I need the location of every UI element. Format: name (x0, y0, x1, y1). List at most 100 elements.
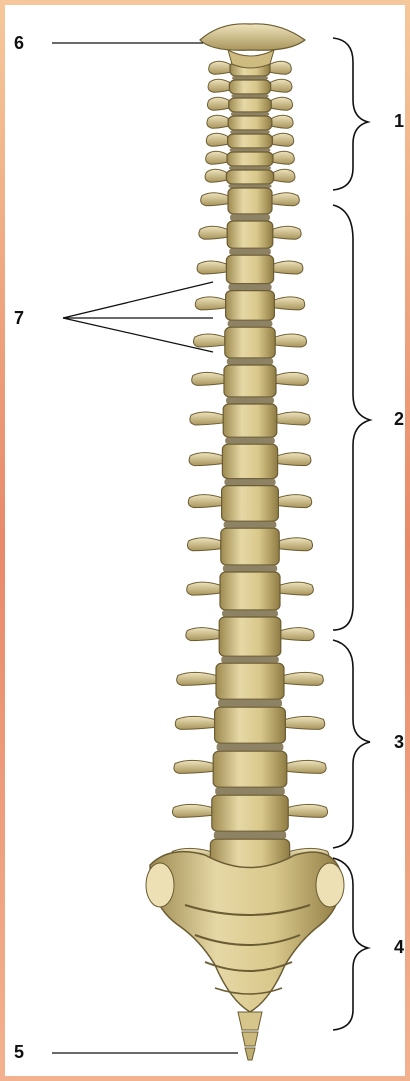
left-transverse-process (190, 412, 223, 425)
vertebral-body (228, 134, 273, 148)
thoracic-vertebra-19 (186, 617, 314, 663)
intervertebral-disc (228, 320, 273, 327)
right-transverse-process (275, 334, 306, 347)
intervertebral-disc (215, 787, 285, 795)
left-transverse-process (187, 582, 220, 595)
vertebral-body (220, 572, 280, 610)
left-transverse-process (206, 151, 227, 164)
intervertebral-disc (217, 743, 284, 751)
right-transverse-process (278, 495, 311, 508)
vertebral-body (221, 528, 279, 565)
intervertebral-disc (228, 284, 271, 291)
leader-7a (63, 282, 213, 318)
vertebral-column (171, 61, 329, 883)
right-transverse-process (273, 151, 294, 164)
intervertebral-disc (230, 214, 270, 221)
left-transverse-process (175, 716, 214, 729)
left-transverse-process (189, 453, 222, 466)
vertebral-body (227, 221, 273, 248)
vertebral-body (212, 795, 288, 831)
intervertebral-disc (214, 831, 286, 839)
coccyx (238, 1012, 262, 1060)
right-transverse-process (277, 412, 310, 425)
left-transverse-process (207, 115, 228, 128)
right-transverse-process (272, 133, 293, 146)
right-transverse-process (274, 297, 304, 310)
cervical-vertebra-6 (206, 151, 295, 170)
vertebral-body (222, 444, 277, 478)
lumbar-vertebra-23 (172, 795, 327, 839)
vertebral-body (216, 663, 284, 699)
left-transverse-process (201, 193, 228, 206)
bracket-lumbar (333, 640, 370, 848)
vertebral-body (226, 255, 273, 283)
right-transverse-process (280, 582, 313, 595)
vertebral-body (228, 116, 272, 130)
thoracic-vertebra-16 (188, 486, 311, 529)
intervertebral-disc (222, 610, 278, 617)
thoracic-vertebra-18 (187, 572, 314, 617)
left-transverse-process (208, 79, 229, 92)
bracket-thoracic (333, 205, 370, 630)
vertebral-body (227, 152, 273, 166)
intervertebral-disc (224, 479, 275, 486)
intervertebral-disc (226, 397, 274, 404)
intervertebral-disc (224, 521, 277, 528)
left-transverse-process (206, 133, 227, 146)
right-transverse-process (271, 79, 292, 92)
right-transverse-process (281, 628, 314, 641)
left-transverse-process (197, 261, 226, 274)
thoracic-vertebra-10 (197, 255, 303, 290)
intervertebral-disc (221, 656, 279, 663)
vertebral-body (226, 170, 273, 184)
leader-7c (63, 318, 213, 352)
left-transverse-process (192, 372, 224, 385)
left-transverse-process (205, 169, 226, 182)
vertebral-body (215, 707, 286, 743)
intervertebral-disc (223, 565, 277, 572)
vertebral-body (223, 404, 277, 437)
intervertebral-disc (227, 358, 273, 365)
cervical-vertebra-2 (208, 79, 292, 98)
label-5: 5 (14, 1043, 24, 1061)
left-transverse-process (199, 226, 227, 239)
right-transverse-process (278, 453, 311, 466)
cervical-vertebra-7 (205, 169, 295, 188)
label-2: 2 (394, 410, 404, 428)
right-transverse-process (274, 261, 303, 274)
right-transverse-process (287, 760, 326, 773)
label-7: 7 (14, 309, 24, 327)
right-transverse-process (274, 169, 295, 182)
thoracic-vertebra-8 (201, 188, 300, 221)
label-3: 3 (394, 733, 404, 751)
cervical-vertebra-3 (207, 97, 292, 116)
cervical-vertebra-4 (207, 115, 293, 134)
right-transverse-process (288, 804, 327, 817)
left-transverse-process (177, 672, 216, 685)
right-transverse-process (284, 672, 323, 685)
vertebral-body (225, 327, 275, 358)
label-4: 4 (394, 938, 404, 956)
thoracic-vertebra-15 (189, 444, 311, 485)
thoracic-vertebra-9 (199, 221, 301, 255)
thoracic-vertebra-17 (187, 528, 312, 572)
left-transverse-process (207, 97, 228, 110)
right-transverse-process (272, 115, 293, 128)
lumbar-vertebra-21 (175, 707, 324, 751)
cervical-vertebra-5 (206, 133, 293, 152)
right-transverse-process (270, 61, 291, 74)
left-transverse-process (172, 804, 211, 817)
vertebral-body (229, 80, 270, 94)
lumbar-vertebra-22 (174, 751, 326, 795)
thoracic-vertebra-14 (190, 404, 310, 444)
intervertebral-disc (225, 437, 275, 444)
left-transverse-process (193, 334, 224, 347)
vertebral-body (219, 617, 281, 656)
lumbar-vertebra-20 (177, 663, 324, 707)
thoracic-vertebra-13 (192, 365, 309, 404)
vertebral-body (229, 98, 271, 112)
right-transverse-process (285, 716, 324, 729)
vertebral-body (222, 486, 279, 522)
right-transverse-process (276, 372, 308, 385)
intervertebral-disc (218, 699, 282, 707)
